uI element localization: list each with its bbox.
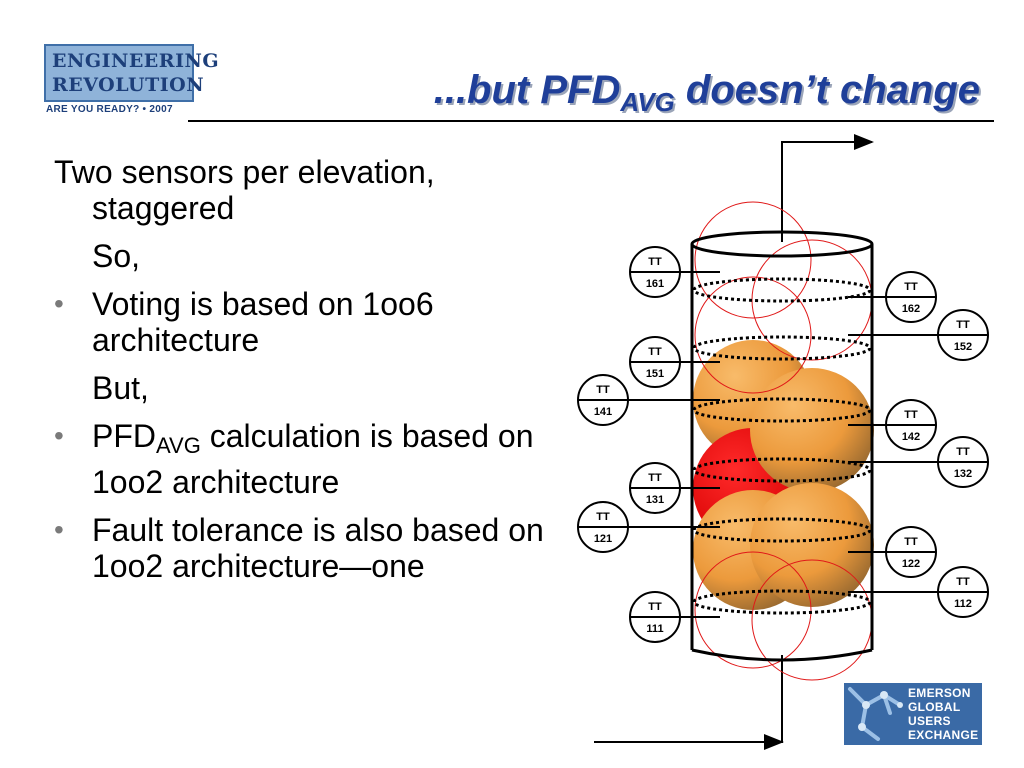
sensor-tag: TT — [904, 409, 918, 421]
bullet-pfd: • PFDAVG calculation is based on 1oo2 ar… — [54, 418, 554, 500]
sensor-bubble-121: TT 121 — [577, 501, 629, 553]
sensor-number: 121 — [594, 533, 612, 545]
logo-tagline: ARE YOU READY? • 2007 — [46, 104, 173, 115]
sensor-number: 122 — [902, 558, 920, 570]
bullet-marker: • — [54, 514, 64, 545]
network-icon — [848, 687, 903, 741]
sensor-number: 111 — [646, 623, 663, 635]
sensor-tag: TT — [648, 472, 662, 484]
outlet-pipe — [781, 134, 874, 242]
sensor-tag: TT — [648, 346, 662, 358]
logo-line-1: ENGINEERING — [52, 50, 220, 72]
bullet-pfd-subscript: AVG — [156, 433, 201, 458]
sensor-number: 132 — [954, 468, 972, 480]
bullet-pfd-prefix: PFD — [92, 418, 156, 454]
sensor-bubble-122: TT 122 — [885, 526, 937, 578]
paragraph-sensors: Two sensors per elevation, staggered — [54, 154, 435, 226]
bullet-voting-text: Voting is based on 1oo6 architecture — [92, 286, 434, 358]
emerson-global-users-exchange-logo: EMERSON GLOBAL USERS EXCHANGE — [844, 683, 982, 745]
sensor-bubble-131: TT 131 — [629, 462, 681, 514]
sensor-tag: TT — [596, 511, 610, 523]
bullet-voting: • Voting is based on 1oo6 architecture — [54, 286, 554, 358]
logo-line-2: REVOLUTION — [52, 74, 205, 96]
engineering-revolution-logo: ENGINEERING REVOLUTION ARE YOU READY? • … — [44, 44, 219, 119]
paragraph-but: But, — [92, 370, 149, 406]
packing-sphere — [750, 483, 874, 607]
vessel-bottom — [691, 648, 873, 662]
sensor-bubble-162: TT 162 — [885, 271, 937, 323]
sensor-bubble-132: TT 132 — [937, 436, 989, 488]
emerson-line-4: EXCHANGE — [908, 728, 979, 742]
sensor-number: 142 — [902, 431, 920, 443]
sensor-number: 112 — [954, 598, 972, 610]
title-rule — [188, 120, 994, 122]
slide-body: Two sensors per elevation, staggered So,… — [54, 154, 554, 596]
sensor-number: 152 — [954, 341, 972, 353]
bullet-fault-tolerance: • Fault tolerance is also based on 1oo2 … — [54, 512, 554, 584]
paragraph-so: So, — [92, 238, 141, 274]
sensor-number: 151 — [646, 368, 664, 380]
sensor-bubble-141: TT 141 — [577, 374, 629, 426]
emerson-line-1: EMERSON — [908, 686, 971, 700]
sensor-lines-left — [628, 271, 720, 618]
packing-sphere — [750, 368, 874, 492]
sensor-number: 131 — [646, 494, 664, 506]
logo-box: ENGINEERING REVOLUTION — [44, 44, 219, 102]
emerson-text: EMERSON GLOBAL USERS EXCHANGE — [908, 686, 978, 742]
bullet-pfd-suffix: calculation is based on 1oo2 architectur… — [92, 418, 534, 500]
bullet-marker: • — [54, 420, 64, 451]
sensor-bubble-161: TT 161 — [629, 246, 681, 298]
sensor-bubble-112: TT 112 — [937, 566, 989, 618]
sensor-tag: TT — [648, 256, 662, 268]
sensor-tag: TT — [648, 601, 662, 613]
title-subscript: AVG — [620, 87, 675, 117]
sensor-tag: TT — [904, 536, 918, 548]
emerson-line-3: USERS — [908, 714, 951, 728]
sensor-number: 162 — [902, 303, 920, 315]
title-prefix: ...but PFD — [433, 68, 621, 112]
bullet-marker: • — [54, 288, 64, 319]
sensor-tag: TT — [956, 319, 970, 331]
title-suffix: doesn’t change — [674, 68, 980, 112]
elevation-rings — [692, 277, 872, 615]
sensor-lines-right — [848, 296, 938, 593]
sensor-number: 141 — [594, 406, 612, 418]
sensor-bubble-152: TT 152 — [937, 309, 989, 361]
sensor-bubble-151: TT 151 — [629, 336, 681, 388]
sensor-tag: TT — [596, 384, 610, 396]
sensor-tag: TT — [956, 446, 970, 458]
sensor-vessel-diagram: TT 161 TT 151 TT 141 TT 131 TT 121 TT 11… — [577, 134, 989, 750]
sensor-bubble-142: TT 142 — [885, 399, 937, 451]
emerson-line-2: GLOBAL — [908, 700, 961, 714]
sensor-tag: TT — [904, 281, 918, 293]
sensor-tag: TT — [956, 576, 970, 588]
sensor-number: 161 — [646, 278, 664, 290]
slide-title: ...but PFDAVG doesn’t change — [434, 68, 980, 118]
bullet-fault-text: Fault tolerance is also based on 1oo2 ar… — [92, 512, 544, 584]
sensor-bubble-111: TT 111 — [629, 591, 681, 643]
